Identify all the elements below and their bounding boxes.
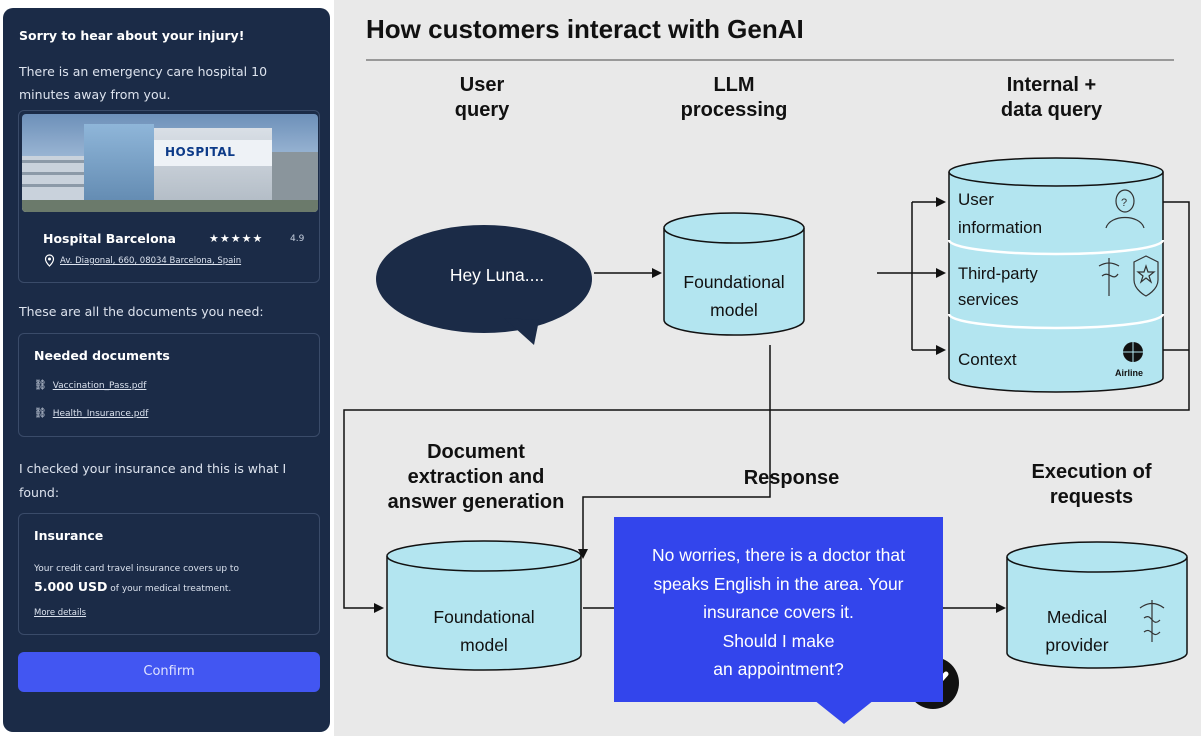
airline-logo-icon [1123,342,1143,362]
insurance-text: Your credit card travel insurance covers… [34,564,239,594]
hospital-image: HOSPITAL [22,114,318,212]
rating-value: 4.9 [290,234,305,244]
documents-title: Needed documents [34,348,170,363]
insurance-card: Insurance Your credit card travel insura… [18,513,320,635]
user-speech-bubble [376,225,592,345]
star-rating: ★★★★★ [209,233,264,245]
response-box-tail [814,700,874,724]
chat-message: There is an emergency care hospital 10 m… [19,64,268,102]
chat-panel: Sorry to hear about your injury! There i… [3,8,330,732]
link-icon: ⛓ [34,408,47,419]
insurance-intro: I checked your insurance and this is wha… [19,461,287,500]
svg-text:?: ? [1121,197,1127,209]
chat-title: Sorry to hear about your injury! [19,28,245,43]
response-message-box: No worries, there is a doctor that speak… [614,517,943,702]
documents-card: Needed documents ⛓Vaccination_Pass.pdf ⛓… [18,333,320,437]
hospital-address-link[interactable]: Av. Diagonal, 660, 08034 Barcelona, Spai… [60,256,242,266]
document-link[interactable]: ⛓Health_Insurance.pdf [34,408,149,419]
hospital-sign-text: HOSPITAL [165,145,236,159]
caduceus-icon [1139,600,1165,642]
document-link[interactable]: ⛓Vaccination_Pass.pdf [34,380,147,391]
hospital-name: Hospital Barcelona [43,231,176,246]
documents-intro: These are all the documents you need: [19,304,264,319]
user-info-icon: ? [1105,189,1145,229]
genai-diagram: How customers interact with GenAI [334,0,1201,736]
label-internal-data-query: Internal +data query [1000,74,1103,121]
medical-services-icon [1098,255,1159,297]
confirm-button[interactable]: Confirm [18,652,320,692]
title-divider [366,59,1174,61]
medical-provider-cylinder [1006,541,1188,669]
link-icon: ⛓ [34,380,47,391]
bubble-text: Hey Luna.... [449,265,545,285]
data-sources-database [947,157,1165,393]
location-pin-icon [44,254,55,270]
diagram-title: How customers interact with GenAI [366,14,804,44]
insurance-amount: 5.000 USD [34,579,108,594]
label-response: Response [743,467,840,489]
foundational-model-cylinder-top [663,212,805,336]
insurance-title: Insurance [34,528,104,543]
context-text: Context [958,350,1017,369]
more-details-link[interactable]: More details [34,608,87,618]
airline-logo-text: Airline [1115,368,1144,378]
diagram-graphics: ? [343,157,1190,709]
hospital-card[interactable]: HOSPITAL Hospital Barcelona ★★★★★ 4.9 Av… [18,110,320,283]
